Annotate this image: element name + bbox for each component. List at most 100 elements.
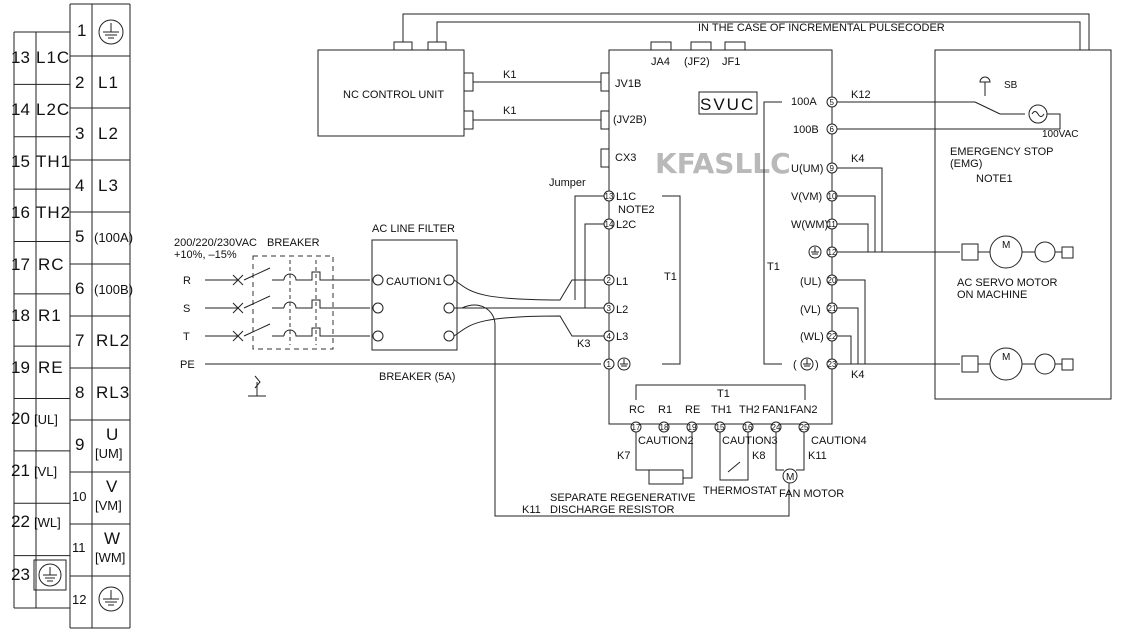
terminal-9: 9: [826, 162, 838, 174]
tb-right-num: 9: [75, 435, 84, 454]
caution-label: CAUTION3: [722, 435, 778, 447]
svg-text:(: (: [793, 359, 797, 371]
ground-icon: [617, 357, 631, 371]
svuc-amplifier: JA4 (JF2) JF1 JV1B (JV2B) CX3 SVUC KFASL…: [600, 41, 833, 425]
cable-label: K8: [752, 450, 765, 462]
caution-label: CAUTION4: [811, 435, 867, 447]
terminal-2: 2: [603, 274, 615, 286]
terminal-13: 13: [603, 190, 615, 202]
tb-right-sub: [UM]: [95, 446, 122, 461]
connector-label: JA4: [651, 56, 670, 68]
phase-label: R: [183, 275, 191, 287]
tb-right-num: 7: [75, 331, 84, 350]
tb-right-label: RL3: [96, 383, 130, 402]
terminal-label: (WL): [800, 331, 824, 343]
terminal-25: 25: [798, 421, 810, 433]
transformer-label: T1: [717, 388, 730, 400]
servo-motor-icon: M: [961, 347, 1074, 381]
connector-label: JV1B: [615, 78, 641, 90]
tb-right-label: RL2: [96, 331, 130, 350]
svg-text:3: 3: [607, 304, 612, 313]
cable-label: K7: [617, 450, 630, 462]
terminal-label: FAN1: [762, 404, 790, 416]
terminal-6: 6: [826, 123, 838, 135]
tb-left-num: 23: [11, 565, 30, 584]
tb-left-num: 14: [11, 100, 30, 119]
terminal-17: 17: [630, 421, 642, 433]
bottom-section: CAUTION2 K7 CAUTION3 K8 THERMOSTAT M CAU…: [522, 432, 867, 516]
terminal-label: RE: [685, 404, 700, 416]
cable-label: K4: [851, 153, 864, 165]
svg-text:13: 13: [605, 192, 614, 201]
terminal-18: 18: [658, 421, 670, 433]
terminal-label: L2: [616, 304, 628, 316]
tb-left-label: [UL]: [34, 412, 58, 427]
tb-right-label: (100A): [94, 230, 133, 245]
tb-right-sub: [VM]: [95, 498, 122, 513]
terminal-label: (UL): [800, 276, 821, 288]
tb-right-label: U: [106, 425, 119, 444]
tolerance-label: +10%, –15%: [174, 249, 237, 261]
terminal-label: L2C: [616, 219, 636, 231]
svg-text:2: 2: [607, 276, 612, 285]
terminal-label: L1C: [616, 191, 636, 203]
terminal-label: R1: [658, 404, 672, 416]
svg-text:16: 16: [744, 423, 753, 432]
tb-right-num: 2: [75, 73, 84, 92]
tb-right-label: L3: [98, 176, 119, 195]
terminal-22: 22: [826, 330, 838, 342]
svg-text:19: 19: [688, 423, 697, 432]
svg-text:20: 20: [828, 276, 837, 285]
regen-label-2: DISCHARGE RESISTOR: [550, 504, 675, 516]
emg-title: EMERGENCY STOP: [950, 146, 1054, 158]
connector-label: JF1: [722, 56, 740, 68]
transformer-label: T1: [767, 261, 780, 273]
vac-label: 100VAC: [1042, 129, 1079, 140]
tb-right-label: (100B): [94, 282, 133, 297]
tb-left-label: L2C: [36, 100, 70, 119]
terminal-block: 13 L1C 14 L2C 15 TH1 16 TH2 17 RC 18 R1 …: [11, 3, 133, 629]
motor-label-2: ON MACHINE: [957, 289, 1027, 301]
terminal-19: 19: [686, 421, 698, 433]
ground-icon: [33, 559, 67, 591]
terminal-20: 20: [826, 274, 838, 286]
tb-left-num: 13: [11, 48, 30, 67]
connector-label: (JV2B): [613, 114, 647, 126]
svg-text:25: 25: [800, 423, 809, 432]
tb-left-label: R1: [38, 306, 62, 325]
cable-label: K12: [851, 89, 871, 101]
transformer-label: T1: [664, 271, 677, 283]
connector-label: (JF2): [684, 56, 710, 68]
terminal-23: 23: [826, 358, 838, 370]
terminal-circles: 1 2 3 4 5 6 9 10 11 12 13 14 15 16 17 18…: [603, 96, 838, 433]
tb-right-label: L2: [98, 124, 119, 143]
regen-label: SEPARATE REGENERATIVE: [550, 492, 695, 504]
terminal-24: 24: [770, 421, 782, 433]
motor-label: AC SERVO MOTOR: [957, 277, 1058, 289]
terminal-label: W(WM): [791, 219, 828, 231]
svg-text:23: 23: [828, 360, 837, 369]
svg-text:21: 21: [828, 304, 837, 313]
tb-left-label: RE: [38, 358, 64, 377]
svg-text:14: 14: [605, 220, 614, 229]
terminal-label: (VL): [800, 304, 821, 316]
ground-icon: [98, 586, 124, 612]
terminal-label: 100B: [793, 124, 819, 136]
breaker-contacts: [232, 260, 370, 345]
terminal-label: L3: [616, 331, 628, 343]
tb-left-label: TH2: [36, 203, 71, 222]
filter-label: AC LINE FILTER: [372, 223, 455, 235]
terminal-15: 15: [714, 421, 726, 433]
terminal-21: 21: [826, 302, 838, 314]
terminal-5: 5: [826, 96, 838, 108]
tb-left-label: L1C: [36, 48, 70, 67]
ground-icon: [808, 245, 822, 259]
svg-text:17: 17: [632, 423, 641, 432]
cable-label: K11: [808, 450, 827, 462]
svg-text:22: 22: [828, 332, 837, 341]
tb-right-num: 4: [75, 176, 84, 195]
svg-text:9: 9: [830, 164, 835, 173]
cable-label: K4: [851, 369, 864, 381]
terminal-label: U(UM): [791, 163, 823, 175]
